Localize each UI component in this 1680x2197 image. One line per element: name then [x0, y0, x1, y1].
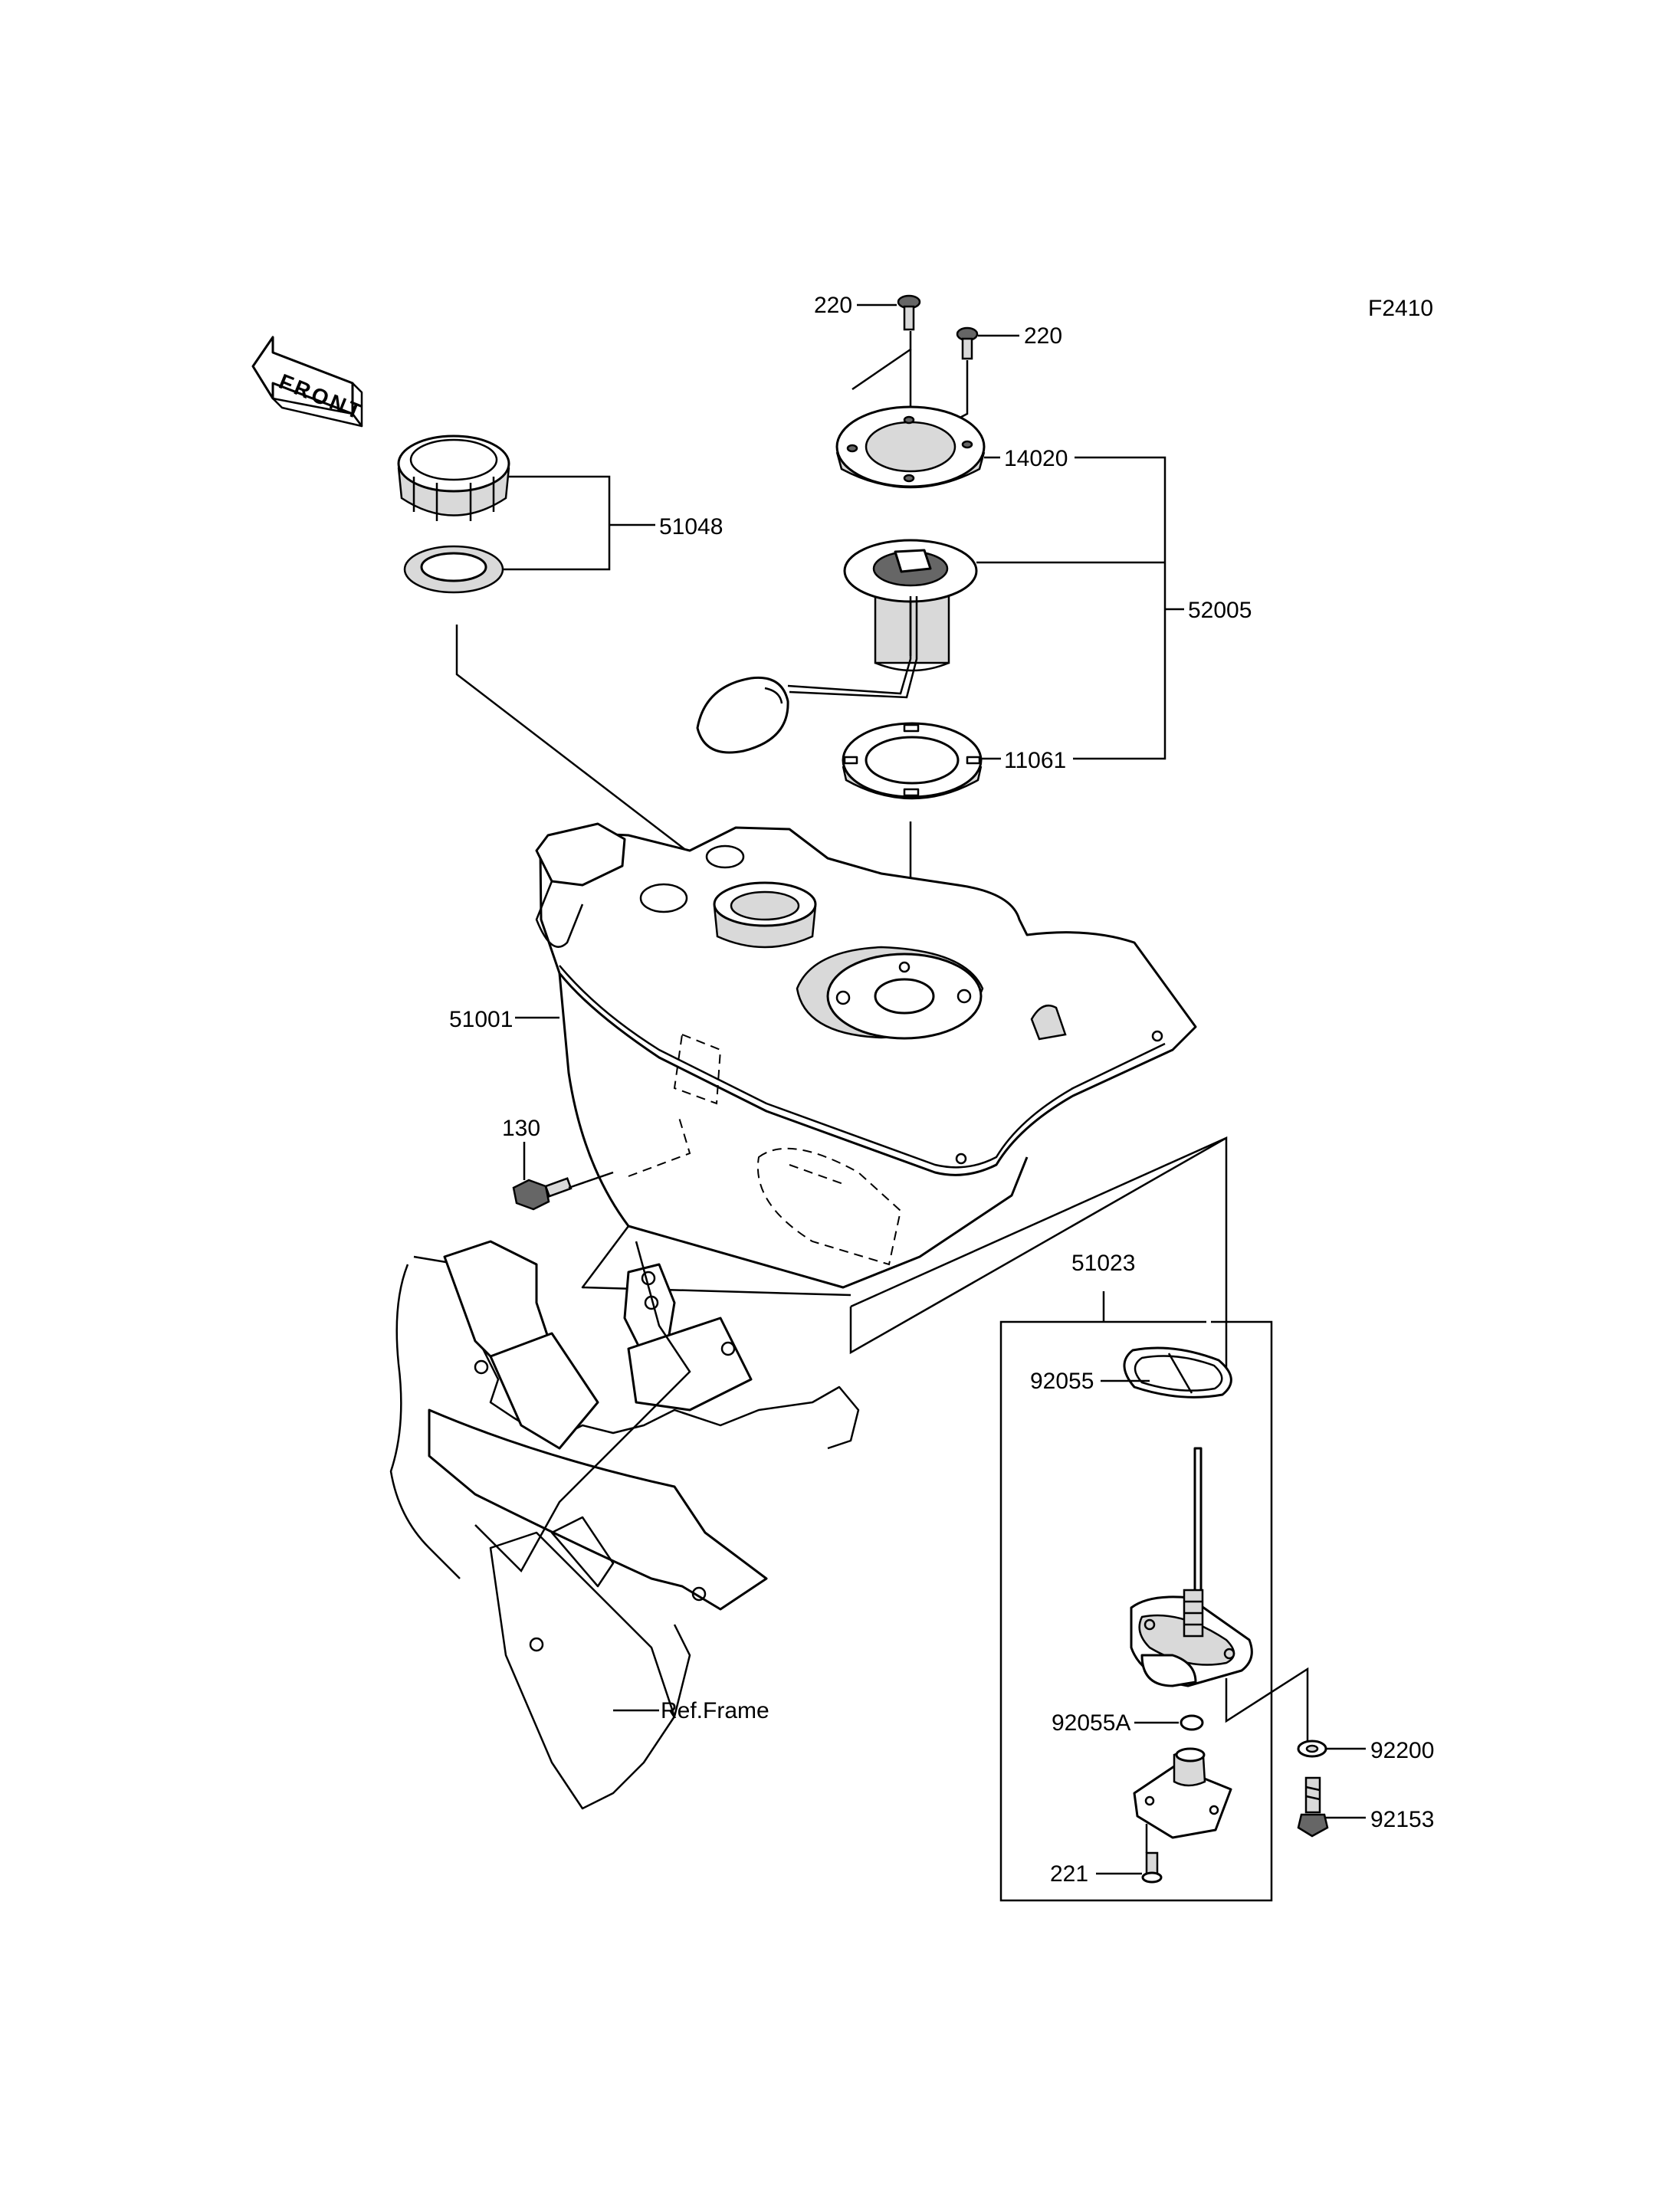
gasket-92055	[1123, 1346, 1232, 1399]
fuel-pump-52005	[696, 539, 978, 754]
screw-220-right	[956, 326, 1019, 360]
fuel-cap-51048	[397, 434, 510, 594]
fuel-cock-body	[1130, 1447, 1253, 1687]
label-11061: 11061	[1004, 748, 1066, 773]
label-52005: 52005	[1188, 598, 1252, 623]
bolt-92153	[1297, 1776, 1329, 1838]
label-220-left: 220	[814, 293, 852, 318]
label-221: 221	[1050, 1861, 1088, 1887]
gasket-11061	[842, 722, 983, 800]
washer-92200	[1297, 1740, 1327, 1758]
label-220-right: 220	[1024, 323, 1062, 349]
label-ref-frame: Ref.Frame	[661, 1698, 769, 1723]
label-51048: 51048	[659, 514, 723, 539]
frame-reference	[389, 1240, 860, 1810]
label-92055A: 92055A	[1052, 1710, 1130, 1736]
label-92153: 92153	[1370, 1807, 1434, 1832]
fuel-cock-cover	[1133, 1747, 1232, 1839]
screw-220-left	[857, 294, 921, 331]
screw-221	[1141, 1851, 1163, 1884]
diagram-code: F2410	[1368, 296, 1433, 321]
front-arrow: FRONT	[251, 336, 367, 428]
label-51023: 51023	[1071, 1251, 1135, 1276]
bolt-130	[512, 1177, 573, 1211]
oring-92055A	[1180, 1714, 1204, 1731]
label-14020: 14020	[1004, 446, 1068, 471]
label-51001: 51001	[449, 1007, 513, 1032]
plate-14020	[835, 405, 986, 489]
fuel-tank-51001	[535, 822, 1197, 1297]
label-92200: 92200	[1370, 1738, 1434, 1763]
label-130: 130	[502, 1116, 540, 1141]
label-92055: 92055	[1030, 1369, 1094, 1394]
